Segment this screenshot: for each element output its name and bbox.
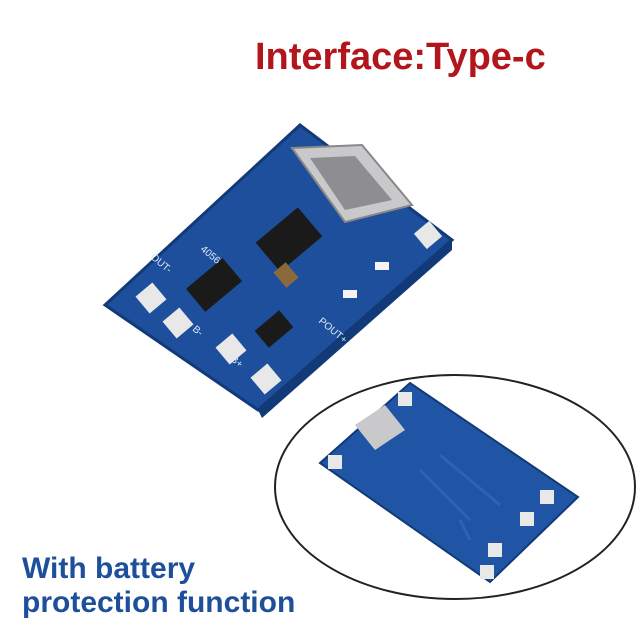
chip-protection xyxy=(254,310,294,348)
usb-c-port xyxy=(290,143,414,224)
chip-main xyxy=(255,207,323,272)
caption-line-2: protection function xyxy=(22,586,296,619)
front-board: 4056 OUT- POUT+ B- B+ xyxy=(102,123,455,418)
chip-4056 xyxy=(185,258,243,312)
back-board xyxy=(318,381,580,584)
caption-line-1: With battery xyxy=(22,552,196,585)
pads xyxy=(135,220,443,395)
feature-caption: With battery protection function xyxy=(22,552,295,620)
interface-title: Interface:Type-c xyxy=(255,36,546,78)
